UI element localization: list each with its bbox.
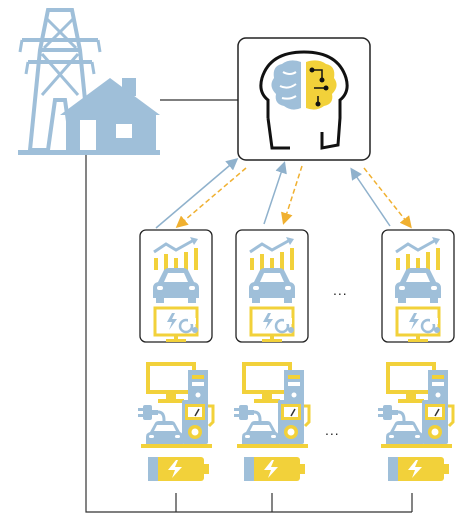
house-icon xyxy=(18,78,160,155)
charger-icon xyxy=(376,398,455,450)
charging-station-column xyxy=(136,362,215,481)
brain-icon xyxy=(259,50,349,150)
battery-icon xyxy=(244,457,305,481)
agent-row xyxy=(139,229,455,344)
station-row xyxy=(136,362,455,481)
stations-ellipsis: ... xyxy=(325,422,340,438)
agent-box xyxy=(139,229,213,344)
computer-icon xyxy=(242,362,304,403)
charging-station-column xyxy=(232,362,311,481)
battery-icon xyxy=(148,457,209,481)
connection-lines xyxy=(85,99,413,513)
communication-arrows xyxy=(155,158,412,229)
power-tower-icon xyxy=(18,8,102,152)
charging-station-column xyxy=(376,362,455,481)
computer-icon xyxy=(386,362,448,403)
agent-box xyxy=(235,229,309,344)
agent-box xyxy=(381,229,455,344)
controller-box xyxy=(237,37,371,161)
charger-icon xyxy=(136,398,215,450)
charger-icon xyxy=(232,398,311,450)
computer-icon xyxy=(146,362,208,403)
agents-ellipsis: ... xyxy=(333,282,348,298)
battery-icon xyxy=(388,457,449,481)
